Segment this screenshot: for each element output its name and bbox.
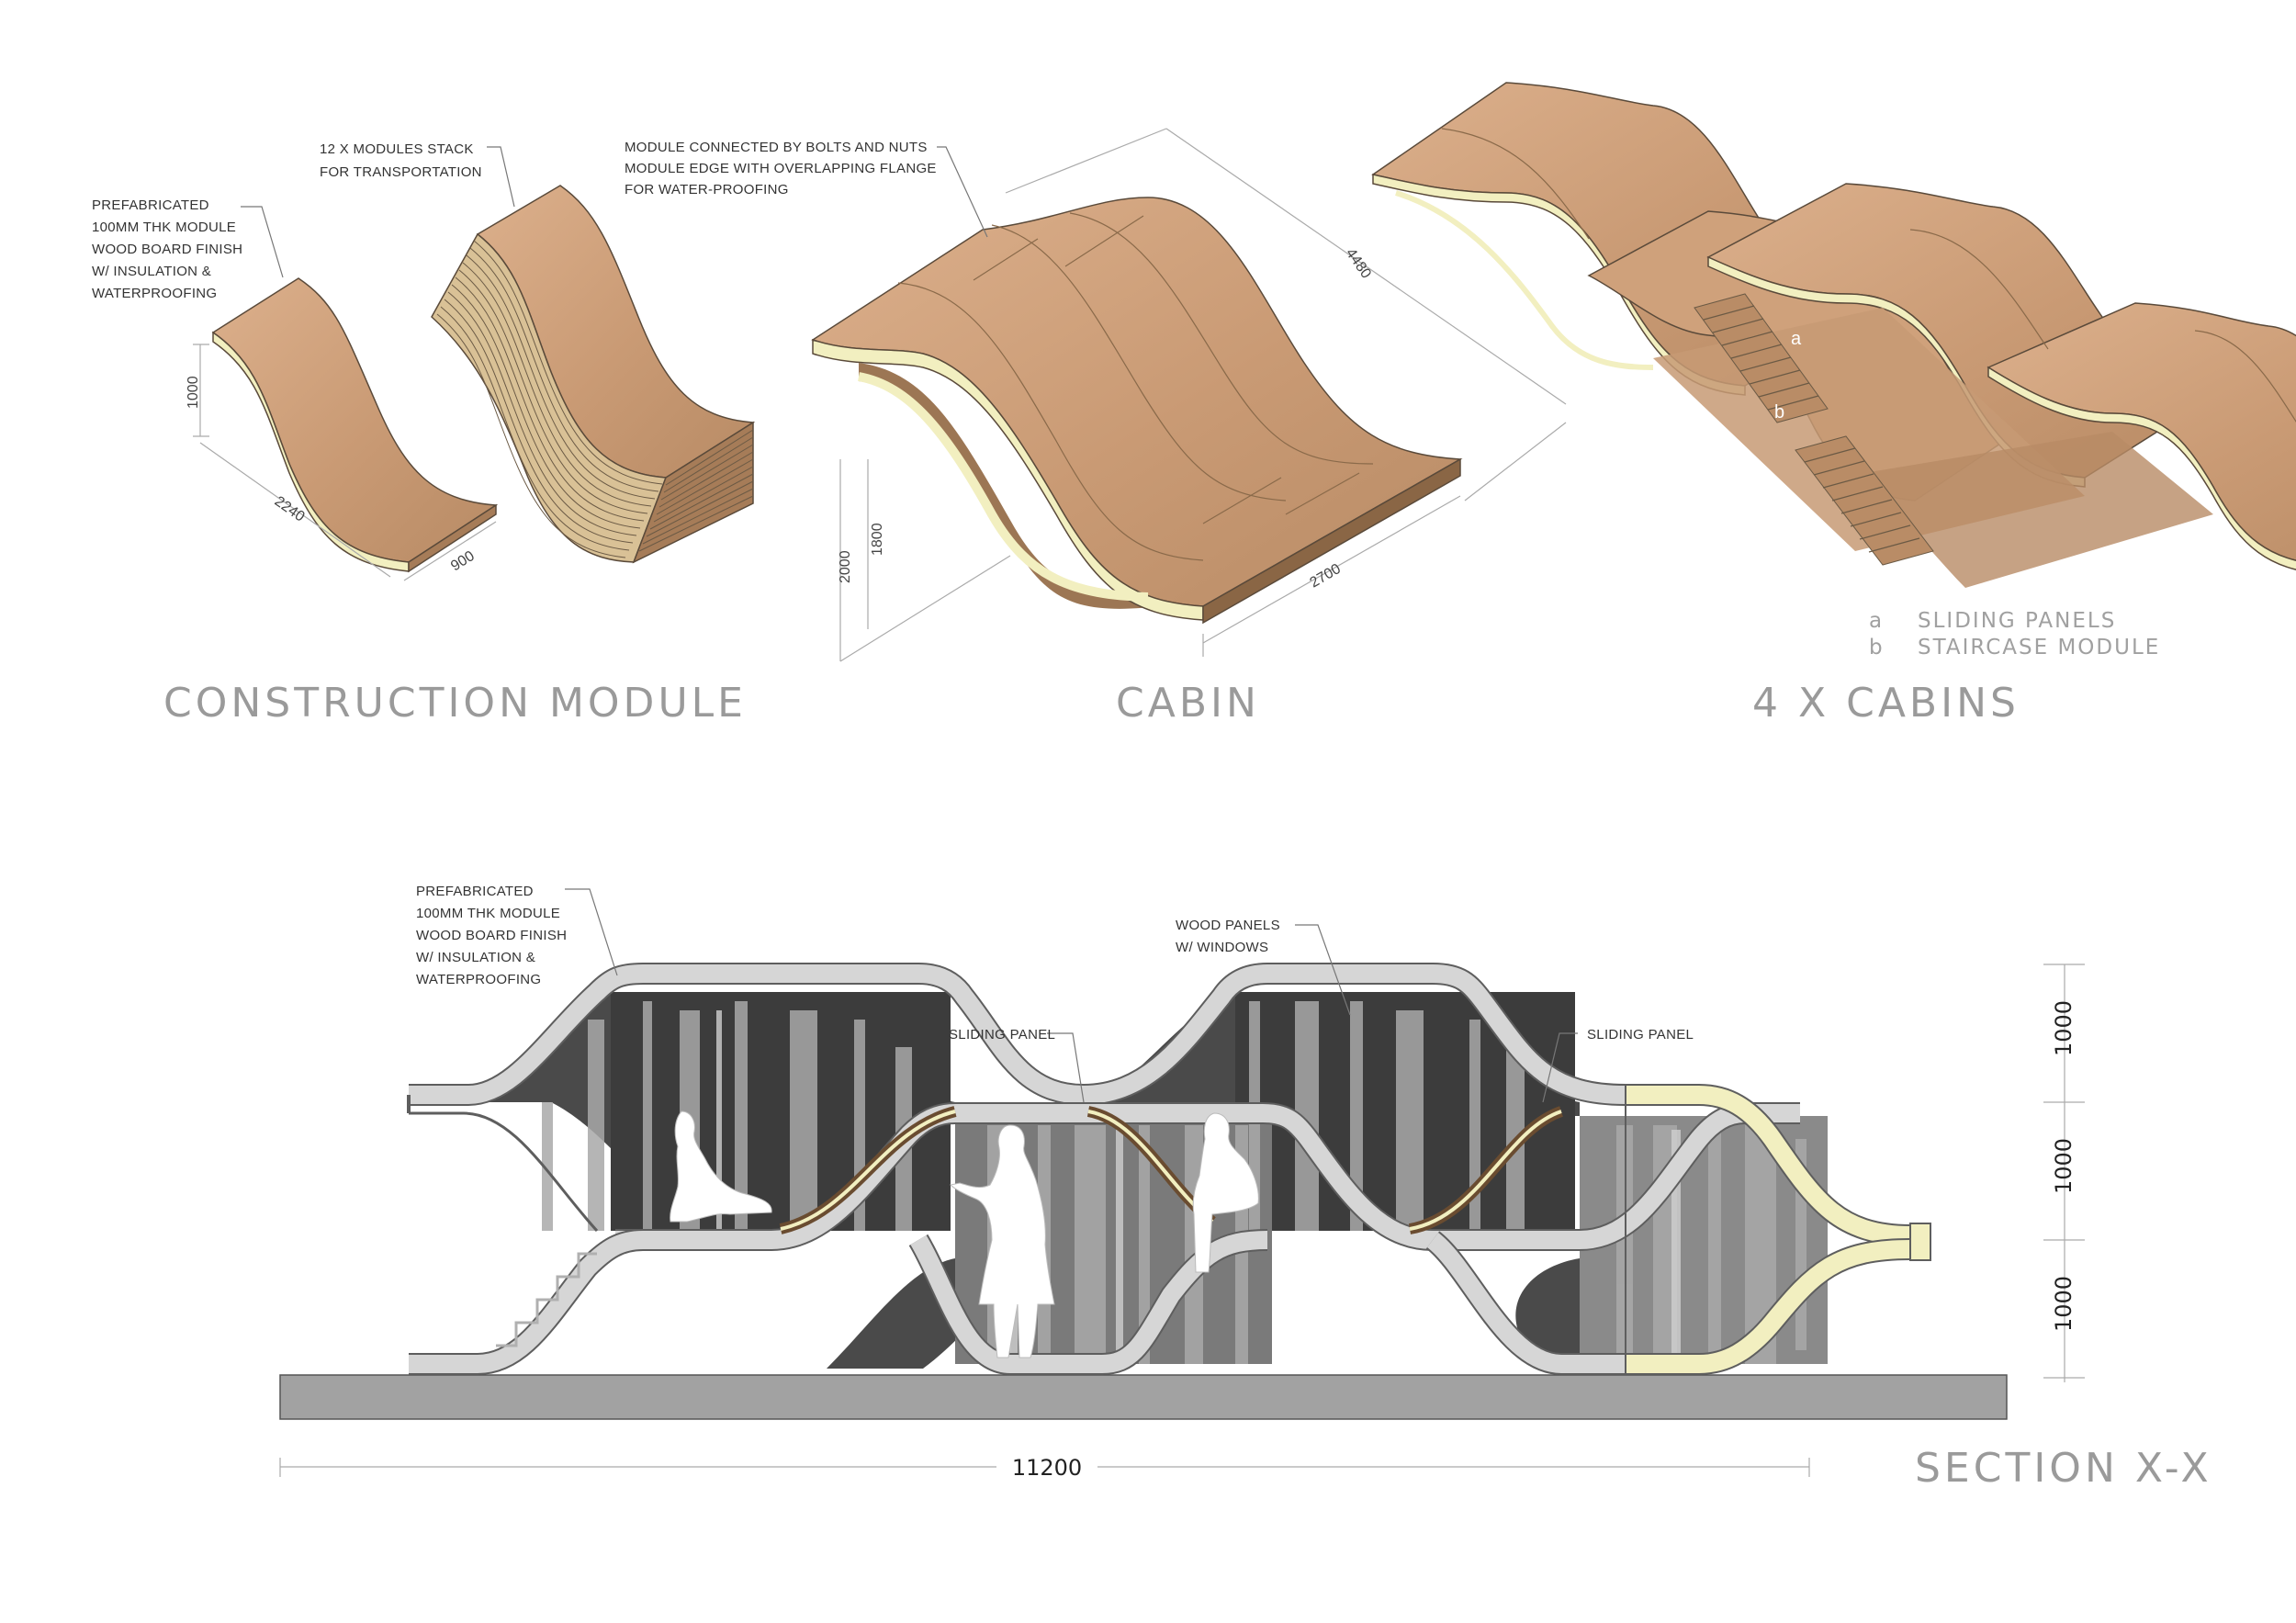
module-dimension-lines (193, 344, 497, 581)
sliding-panel-label-2: SLIDING PANEL (1587, 1027, 1694, 1043)
four-cabins-drawing (1371, 82, 2296, 588)
section-dimension-lines (279, 964, 2085, 1477)
construction-module-group: PREFABRICATED 100MM THK MODULE WOOD BOAR… (92, 141, 756, 727)
ground-slab (279, 1374, 2008, 1420)
person-standing-icon (949, 1124, 1055, 1358)
sliding-panel-label-1: SLIDING PANEL (949, 1027, 1055, 1043)
person-seated-bench-icon (1192, 1112, 1259, 1273)
section-shell (407, 963, 1800, 1375)
staircase-upper-icon (1694, 293, 1829, 423)
section-dim-total: 11200 (1012, 1455, 1082, 1481)
cabin-dim-width: 2700 (1308, 561, 1344, 592)
cabin-drawing (811, 197, 1463, 625)
section-dim-level-top: 1000 (2051, 1000, 2077, 1056)
svg-text:STAIRCASE MODULE: STAIRCASE MODULE (1918, 636, 2160, 659)
cabin-note: MODULE CONNECTED BY BOLTS AND NUTS MODUL… (625, 140, 940, 197)
four-cabins-title: 4 X CABINS (1752, 680, 2020, 727)
cabin-title: CABIN (1116, 680, 1260, 727)
marker-a: a (1791, 329, 1802, 349)
four-cabins-group: a b a SLIDING PANELS b STAIRCASE MODULE … (1371, 82, 2296, 727)
staircase-lower-icon (1795, 435, 1934, 566)
stack-note: 12 X MODULES STACK FOR TRANSPORTATION (320, 141, 482, 180)
section-interior (468, 992, 1828, 1369)
cabin-dim-length: 4480 (1343, 246, 1374, 282)
wood-panels-note: WOOD PANELS W/ WINDOWS (1176, 918, 1284, 955)
section-insulation-module (1625, 1084, 1931, 1375)
section-stairs-icon (496, 1252, 597, 1347)
svg-text:a: a (1869, 609, 1884, 633)
section-dim-level-mid: 1000 (2051, 1138, 2077, 1194)
svg-text:b: b (1869, 636, 1885, 659)
cabin-dimension-lines (839, 128, 1567, 662)
cabin-dim-height-inner: 1800 (870, 523, 885, 556)
cabin-dim-height-outer: 2000 (838, 550, 853, 583)
people-silhouettes (670, 1110, 1259, 1358)
marker-b: b (1774, 402, 1784, 423)
four-cabins-legend: a SLIDING PANELS b STAIRCASE MODULE (1869, 609, 2160, 659)
section-dim-level-bottom: 1000 (2051, 1276, 2077, 1332)
person-sitting-floor-icon (670, 1110, 772, 1223)
section-title: SECTION X-X (1915, 1445, 2212, 1492)
single-module-drawing (211, 277, 499, 573)
module-dim-height: 1000 (186, 376, 201, 409)
section-group: PREFABRICATED 100MM THK MODULE WOOD BOAR… (279, 884, 2212, 1492)
svg-text:SLIDING PANELS: SLIDING PANELS (1918, 609, 2116, 633)
module-note: PREFABRICATED 100MM THK MODULE WOOD BOAR… (92, 197, 247, 301)
construction-module-title: CONSTRUCTION MODULE (163, 680, 747, 727)
section-module-note: PREFABRICATED 100MM THK MODULE WOOD BOAR… (416, 884, 571, 987)
stacked-modules-drawing (431, 185, 756, 564)
module-dim-width: 900 (448, 548, 478, 575)
cabin-group: MODULE CONNECTED BY BOLTS AND NUTS MODUL… (625, 128, 1567, 727)
